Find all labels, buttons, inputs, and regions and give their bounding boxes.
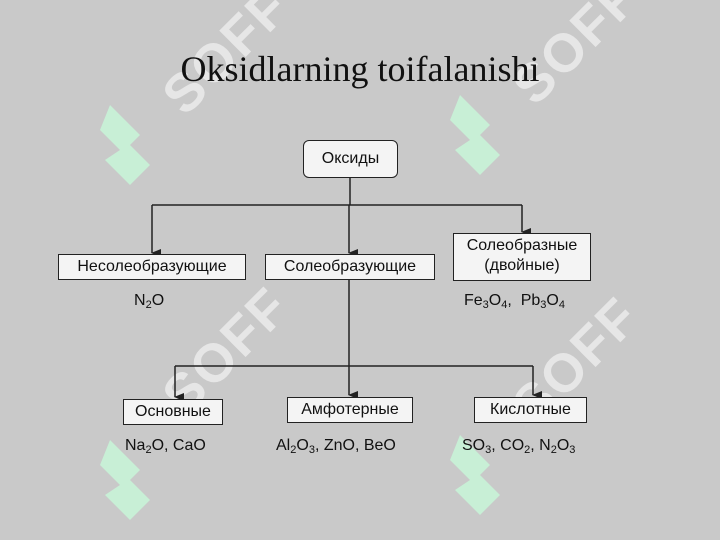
formula-subscript: 2: [145, 444, 152, 456]
formula-subscript: 3: [540, 299, 547, 311]
node-label-line: (двойные): [484, 257, 560, 274]
node-label-line: Солеобразные: [466, 237, 578, 254]
formula-part: , Pb: [507, 292, 541, 309]
node-oxides: Оксиды: [303, 140, 398, 178]
formula-subscript: 2: [524, 444, 531, 456]
formula-part: Al: [276, 437, 291, 454]
formula-subscript: 3: [569, 444, 576, 456]
formula-part: , ZnO, BeO: [314, 437, 396, 454]
formula-part: O: [556, 437, 570, 454]
example-basic: Na2O, CaO: [125, 437, 206, 456]
formula-part: SO: [462, 437, 486, 454]
formula-part: Fe: [464, 292, 483, 309]
page-title: Oksidlarning toifalanishi: [180, 49, 540, 89]
formula-part: N: [134, 292, 146, 309]
formula-subscript: 3: [485, 444, 492, 456]
formula-part: O: [151, 292, 165, 309]
formula-part: , CO: [491, 437, 525, 454]
example-salt-like: Fe3O4, Pb3O4: [464, 292, 565, 311]
node-salt-like-double: Солеобразные (двойные): [453, 233, 591, 281]
node-amphoteric: Амфотерные: [287, 397, 413, 423]
formula-part: , N: [530, 437, 551, 454]
node-salt-forming: Солеобразующие: [265, 254, 435, 280]
node-non-salt-forming: Несолеобразующие: [58, 254, 246, 280]
formula-subscript: 4: [558, 299, 565, 311]
example-amphoteric: Al2O3, ZnO, BeO: [276, 437, 396, 456]
formula-subscript: 2: [550, 444, 557, 456]
formula-part: O: [488, 292, 502, 309]
formula-subscript: 4: [501, 299, 508, 311]
formula-part: O: [296, 437, 309, 454]
formula-part: Na: [125, 437, 146, 454]
formula-subscript: 2: [145, 299, 152, 311]
example-acidic: SO3, CO2, N2O3: [462, 437, 576, 456]
formula-subscript: 3: [308, 444, 315, 456]
formula-part: O, CaO: [151, 437, 206, 454]
formula-subscript: 2: [290, 444, 297, 456]
formula-subscript: 3: [482, 299, 489, 311]
formula-part: O: [546, 292, 559, 309]
node-basic: Основные: [123, 399, 223, 425]
node-acidic: Кислотные: [474, 397, 587, 423]
example-non-salt-forming: N2O: [134, 292, 165, 311]
